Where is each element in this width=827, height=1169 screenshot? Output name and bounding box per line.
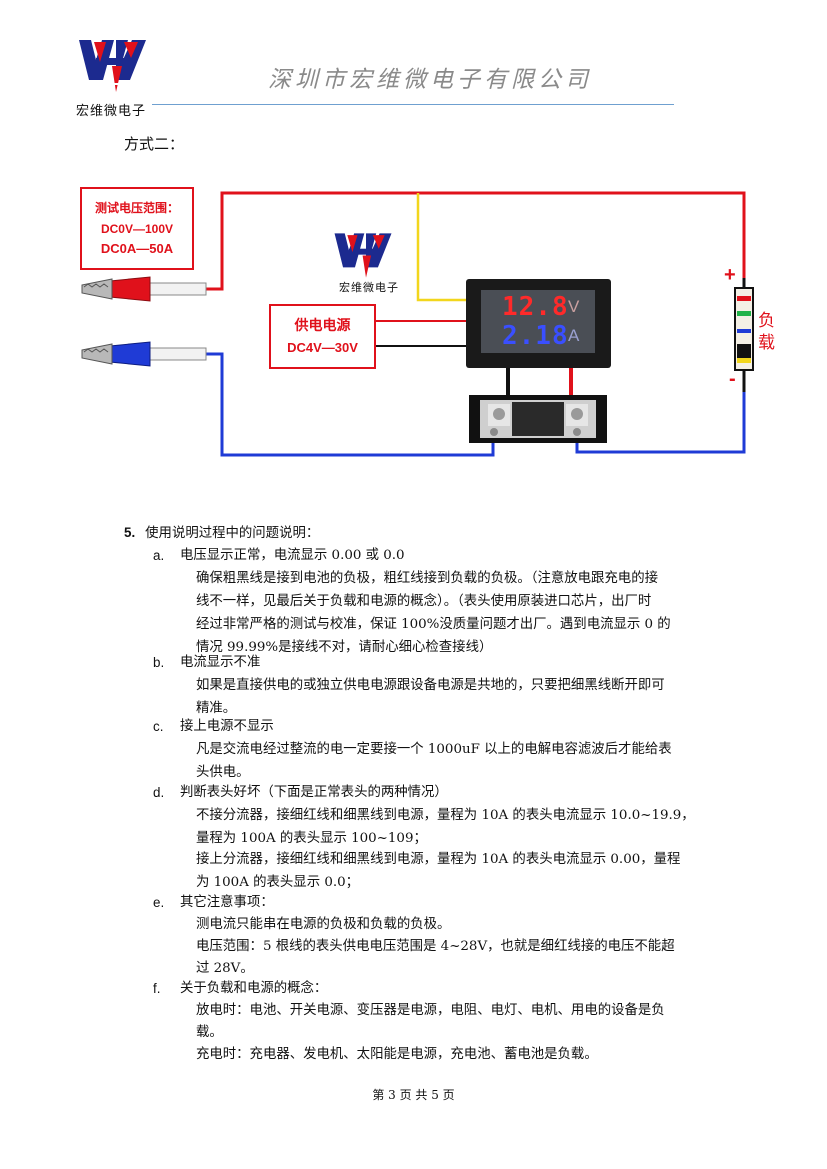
section-heading: 5. 使用说明过程中的问题说明：: [124, 521, 319, 545]
method-label: 方式二：: [124, 135, 185, 153]
section-title: 使用说明过程中的问题说明：: [145, 526, 320, 541]
item-line: 电压范围：5 根线的表头供电电压范围是 4~28V，也就是细红线接的电压不能超: [196, 939, 675, 954]
item-mark: e.: [153, 895, 165, 910]
item-line: 精准。: [196, 701, 237, 716]
item-line: 凡是交流电经过整流的电一定要接一个 1000uF 以上的电解电容滤波后才能给表: [196, 742, 672, 757]
item-mark: b.: [153, 655, 165, 670]
load-plus-sign: +: [724, 264, 736, 286]
test-range-title: 测试电压范围：: [94, 201, 179, 215]
power-supply-box: 供电电源 DC4V—30V: [269, 304, 376, 369]
power-supply-voltage: DC4V—30V: [287, 340, 358, 355]
load-minus-sign: -: [729, 368, 736, 390]
yellow-wire: [416, 193, 468, 302]
logo-caption: 宏维微电子: [76, 104, 147, 119]
item-line: 接上分流器，接细红线和细黑线到电源，量程为 10A 的表头电流显示 0.00，量…: [196, 852, 681, 867]
red-test-wire: [205, 191, 746, 291]
meter-screen: [481, 290, 595, 353]
red-probe: [81, 276, 207, 302]
item-line: 放电时：电池、开关电源、变压器是电源，电阻、电灯、电机、用电的设备是负: [196, 1003, 665, 1018]
item-line: 充电时：充电器、发电机、太阳能是电源，充电池、蓄电池是负载。: [196, 1047, 598, 1062]
item-line: 经过非常严格的测试与校准，保证 100%没质量问题才出厂。遇到电流显示 0 的: [196, 617, 671, 632]
load-label: 负载: [758, 311, 775, 353]
diagram-logo-caption: 宏维微电子: [339, 281, 399, 294]
display-voltage: 12.8: [502, 292, 569, 322]
item-line: 确保粗黑线是接到电池的负极，粗红线接到负载的负极。（注意放电跟充电的接: [196, 571, 658, 586]
item-line: 量程为 100A 的表头显示 100~109；: [196, 831, 427, 846]
company-logo: [79, 40, 146, 92]
item-mark: d.: [153, 785, 165, 800]
item-heading: 其它注意事项：: [180, 895, 274, 910]
header-rule: [152, 104, 674, 105]
item-heading: 电压显示正常，电流显示 0.00 或 0.0: [180, 548, 405, 563]
item-line: 测电流只能串在电源的负极和负载的负极。: [196, 917, 451, 932]
display-unit-v: V: [568, 297, 580, 316]
item-mark: f.: [153, 981, 161, 996]
item-line: 头供电。: [196, 765, 250, 780]
company-name: 深圳市宏维微电子有限公司: [268, 67, 592, 93]
item-heading: 判断表头好坏（下面是正常表头的两种情况）: [180, 785, 448, 800]
test-range-box: 测试电压范围： DC0V—100V DC0A—50A: [80, 187, 194, 270]
blue-test-wire: [205, 352, 495, 457]
item-line: 情况 99.99%是接线不对，请耐心细心检查接线）: [196, 640, 493, 655]
blue-probe: [81, 341, 207, 367]
power-supply-title: 供电电源: [294, 318, 351, 334]
item-heading: 接上电源不显示: [180, 719, 274, 734]
item-line: 不接分流器，接细红线和细黑线到电源，量程为 10A 的表头电流显示 10.0~1…: [196, 808, 695, 823]
item-mark: c.: [153, 719, 164, 734]
section-number: 5.: [124, 525, 136, 540]
item-line: 线不一样，见最后关于负载和电源的概念）。（表头使用原装进口芯片，出厂时: [196, 594, 652, 609]
wiring-diagram: [81, 191, 754, 457]
page-footer: 第 3 页 共 5 页: [372, 1088, 455, 1102]
display-unit-a: A: [568, 326, 580, 345]
test-range-voltage: DC0V—100V: [100, 222, 174, 236]
diagram-logo: [334, 233, 392, 278]
item-line: 载。: [196, 1025, 223, 1040]
item-heading: 电流显示不准: [180, 655, 261, 670]
item-line: 为 100A 的表头显示 0.0；: [196, 875, 360, 890]
item-line: 如果是直接供电的或独立供电电源跟设备电源是共地的，只要把细黑线断开即可: [196, 678, 665, 693]
display-current: 2.18: [502, 321, 569, 351]
item-mark: a.: [153, 548, 165, 563]
item-line: 过 28V。: [196, 961, 254, 976]
load-component: [734, 278, 754, 392]
test-range-current: DC0A—50A: [100, 241, 174, 256]
item-heading: 关于负载和电源的概念：: [180, 981, 328, 996]
